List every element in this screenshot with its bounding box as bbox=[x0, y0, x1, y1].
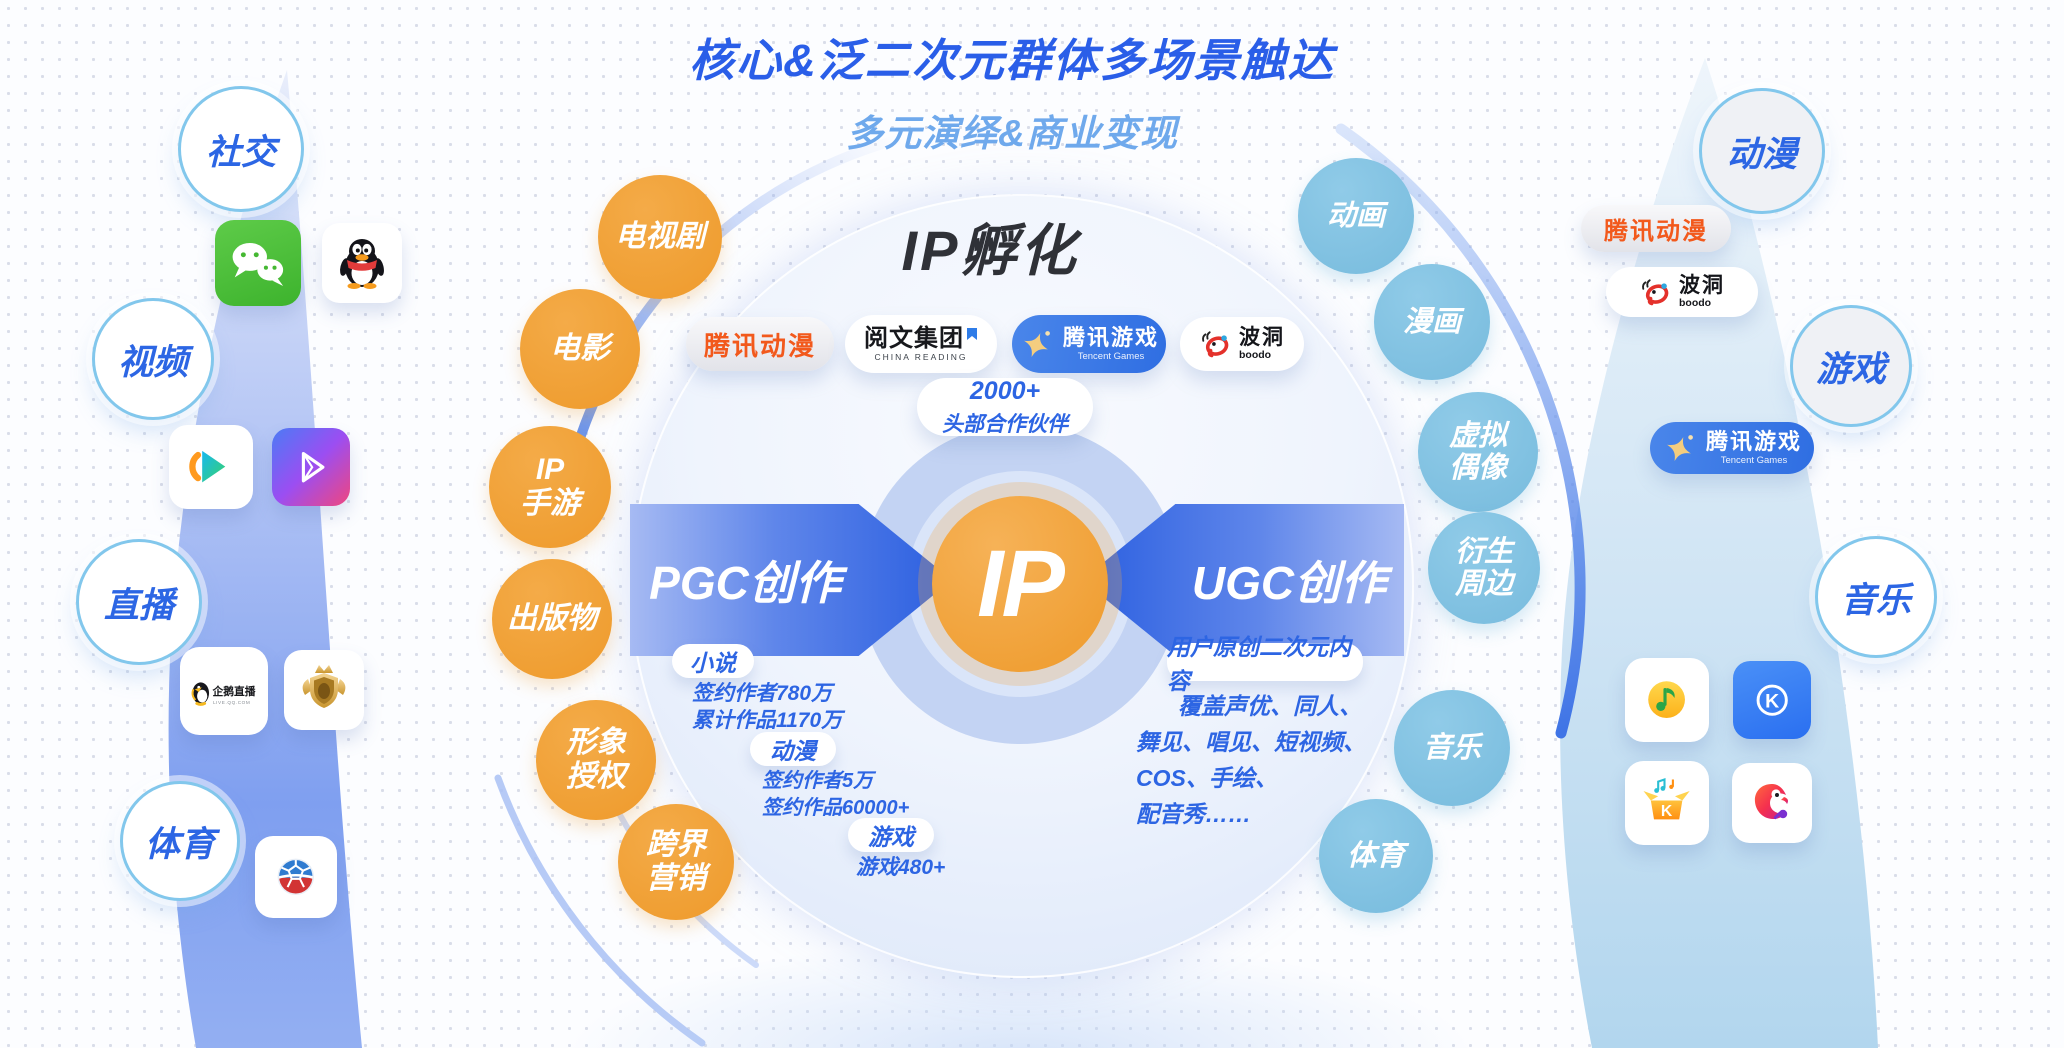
stat-lines-comics: 签约作者5万 签约作品60000+ bbox=[762, 770, 910, 819]
kuwo-letter: K bbox=[1661, 804, 1673, 821]
output-circle-ip-mobile-game: IP 手游 bbox=[489, 426, 611, 548]
penguin-esports-icon bbox=[284, 650, 364, 730]
kugou-music-icon: K bbox=[1733, 661, 1811, 739]
stat-tag-novel: 小说 bbox=[672, 644, 754, 678]
ugc-description: 覆盖声优、同人、 舞见、唱见、短视频、 COS、手绘、 配音秀…… bbox=[1136, 693, 1366, 827]
output-circle-film: 电影 bbox=[520, 289, 640, 409]
boodo-logo-text-right: 波洞 bbox=[1679, 273, 1725, 297]
boodo-logo-text: 波洞 bbox=[1239, 325, 1285, 349]
output-circle-crossover-marketing: 跨界 营销 bbox=[618, 804, 734, 920]
wechat-icon bbox=[215, 220, 301, 306]
right-pill-tencent-games: 腾讯游戏 Tencent Games bbox=[1650, 422, 1814, 474]
tencent-games-sublabel-right: Tencent Games bbox=[1720, 454, 1788, 466]
channel-circle-live: 直播 bbox=[76, 539, 202, 665]
output-circle-tv-drama: 电视剧 bbox=[598, 175, 722, 299]
partner-count-badge: 2000+ 头部合作伙伴 bbox=[917, 376, 1093, 437]
tencent-games-logo: 腾讯游戏 bbox=[1062, 325, 1159, 351]
output-circle-derivative-merch: 衍生 周边 bbox=[1428, 512, 1540, 624]
channel-circle-games: 游戏 bbox=[1790, 305, 1912, 427]
partner-count-value: 2000+ bbox=[969, 376, 1041, 405]
partner-count-label: 头部合作伙伴 bbox=[942, 413, 1068, 437]
stat-lines-games: 游戏480+ bbox=[856, 856, 946, 879]
qq-icon bbox=[322, 223, 402, 303]
output-circle-publications: 出版物 bbox=[492, 559, 612, 679]
output-circle-manga: 漫画 bbox=[1374, 264, 1490, 380]
kugou-letter: K bbox=[1765, 690, 1779, 712]
output-circle-sports: 体育 bbox=[1319, 799, 1433, 913]
channel-circle-video: 视频 bbox=[92, 298, 214, 420]
boodo-sublabel: boodo bbox=[1239, 349, 1272, 362]
output-circle-animation: 动画 bbox=[1298, 158, 1414, 274]
tencent-comics-logo: 腾讯动漫 bbox=[703, 330, 816, 361]
partner-pill-boodo: 波洞 boodo bbox=[1180, 317, 1304, 371]
qq-music-icon bbox=[1625, 658, 1709, 742]
pgc-arrow-label: PGC创作 bbox=[649, 557, 841, 609]
right-pill-tencent-comics: 腾讯动漫 bbox=[1581, 205, 1731, 252]
stat-tag-comics: 动漫 bbox=[750, 732, 836, 766]
arc-right bbox=[1335, 123, 1586, 739]
ugc-tag: 用户原创二次元内容 bbox=[1167, 634, 1363, 694]
ip-badge: IP bbox=[932, 496, 1108, 672]
page-subtitle: 多元演绎&商业变现 bbox=[846, 113, 1178, 154]
weishi-icon bbox=[272, 428, 350, 506]
output-circle-image-licensing: 形象 授权 bbox=[536, 700, 656, 820]
tencent-video-icon bbox=[169, 425, 253, 509]
channel-circle-music: 音乐 bbox=[1815, 536, 1937, 658]
tencent-games-logo-right: 腾讯游戏 bbox=[1705, 429, 1802, 455]
output-circle-music: 音乐 bbox=[1394, 690, 1510, 806]
boodo-logo-icon bbox=[1202, 331, 1229, 358]
partner-pill-china-reading: 阅文集团 CHINA READING bbox=[845, 315, 997, 373]
boodo-logo-icon-right bbox=[1642, 279, 1669, 306]
ip-incubation-heading: IP孵化 bbox=[901, 219, 1079, 282]
qq-live-icon: 企鹅直播 LIVE.QQ.COM bbox=[180, 647, 268, 735]
stat-lines-novel: 签约作者780万 累计作品1170万 bbox=[692, 682, 843, 732]
tencent-sports-icon bbox=[255, 836, 337, 918]
qq-live-sublabel: LIVE.QQ.COM bbox=[213, 700, 250, 705]
partner-pill-tencent-games: 腾讯游戏 Tencent Games bbox=[1012, 315, 1166, 373]
channel-circle-social: 社交 bbox=[178, 86, 304, 212]
tencent-games-sparkle-icon bbox=[1023, 331, 1050, 357]
china-reading-logo: 阅文集团 bbox=[864, 324, 964, 352]
tencent-games-sparkle-icon-right bbox=[1666, 435, 1693, 461]
channel-circle-comics: 动漫 bbox=[1699, 88, 1825, 214]
output-circle-virtual-idol: 虚拟 偶像 bbox=[1418, 392, 1538, 512]
right-pill-boodo: 波洞 boodo bbox=[1606, 267, 1758, 317]
page-title: 核心&泛二次元群体多场景触达 bbox=[689, 35, 1335, 86]
tencent-comics-logo-right: 腾讯动漫 bbox=[1604, 218, 1708, 245]
stat-tag-games: 游戏 bbox=[848, 818, 934, 852]
boodo-sublabel-right: boodo bbox=[1679, 297, 1712, 310]
quanmin-kge-icon bbox=[1732, 763, 1812, 843]
ugc-arrow-label: UGC创作 bbox=[1191, 557, 1387, 609]
partner-pill-tencent-comics: 腾讯动漫 bbox=[686, 317, 834, 371]
kuwo-music-icon: K bbox=[1625, 761, 1709, 845]
qq-live-label: 企鹅直播 bbox=[211, 685, 255, 698]
china-reading-sublabel: CHINA READING bbox=[874, 352, 968, 363]
tencent-games-sublabel: Tencent Games bbox=[1077, 350, 1145, 362]
channel-circle-sports-left: 体育 bbox=[120, 781, 240, 901]
china-reading-ribbon-icon bbox=[967, 327, 977, 340]
